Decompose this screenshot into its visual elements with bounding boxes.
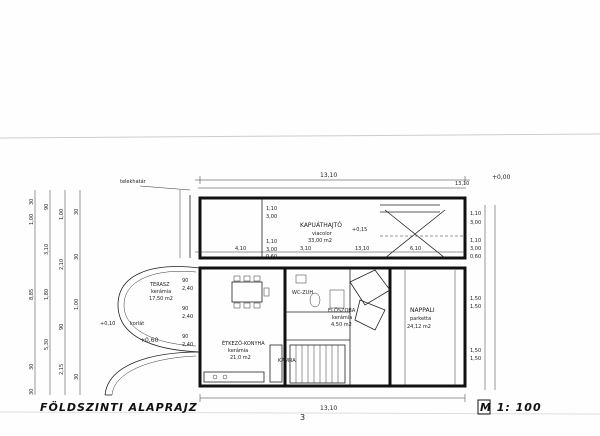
svg-text:30: 30 <box>29 389 35 395</box>
paper-edge-bottom <box>0 411 600 415</box>
right-dimension-stack: 1,10 3,00 1,10 3,00 0,60 <box>470 205 496 390</box>
svg-text:1,00: 1,00 <box>59 209 65 220</box>
drawing-title: FÖLDSZINTI ALAPRAJZ <box>40 400 198 414</box>
room-eloszoba-name: ELŐSZOBA <box>328 307 356 314</box>
staircase <box>289 344 346 384</box>
level-garage: +0,15 <box>352 227 367 233</box>
svg-text:5,30: 5,30 <box>44 339 50 350</box>
svg-text:90: 90 <box>44 204 50 210</box>
svg-text:1,80: 1,80 <box>44 289 50 300</box>
railing-label: korlát <box>130 320 144 327</box>
terrace-curve <box>104 266 201 396</box>
level-top-right: +0,00 <box>492 174 511 181</box>
svg-text:4,10: 4,10 <box>235 246 246 252</box>
svg-text:13,10: 13,10 <box>355 246 369 252</box>
svg-text:1,00: 1,00 <box>29 214 35 225</box>
svg-text:1,10: 1,10 <box>266 239 277 245</box>
room-nappali-area: 24,12 m2 <box>407 324 431 330</box>
svg-text:3,10: 3,10 <box>300 246 311 252</box>
svg-text:6,10: 6,10 <box>410 246 421 252</box>
room-kapuathajto-finish: viacolor <box>312 231 333 237</box>
svg-text:2,10: 2,10 <box>59 259 65 270</box>
svg-text:30: 30 <box>74 254 80 260</box>
svg-text:1,10: 1,10 <box>470 211 481 217</box>
svg-text:2,40: 2,40 <box>182 314 193 320</box>
room-terasz-finish: kerámia <box>151 288 171 295</box>
svg-text:1,50: 1,50 <box>470 304 481 310</box>
svg-text:3,10: 3,10 <box>44 244 50 255</box>
svg-text:8,85: 8,85 <box>29 289 35 300</box>
svg-text:2,15: 2,15 <box>59 364 65 375</box>
svg-text:1,10: 1,10 <box>266 206 277 212</box>
svg-text:1,00: 1,00 <box>74 299 80 310</box>
left-dimension-columns <box>34 190 81 395</box>
room-kapuathajto-name: KAPUÁTHAJTÓ <box>300 222 342 229</box>
svg-text:3,00: 3,00 <box>266 214 277 220</box>
window-tag-w7: 1,50 1,50 <box>470 296 481 310</box>
svg-text:30: 30 <box>74 374 80 380</box>
room-wc-name: WC-ZUH <box>292 290 313 296</box>
kitchen-counter <box>203 344 283 383</box>
room-etkezo-finish: kerámia <box>228 347 248 354</box>
scale-box <box>477 399 491 415</box>
room-kapuathajto-area: 33,00 m2 <box>308 238 332 244</box>
window-tag-w4: 90 2,40 <box>182 334 193 348</box>
room-etkezo-name: ÉTKEZŐ-KONYHA <box>222 339 265 347</box>
svg-text:2,40: 2,40 <box>182 286 193 292</box>
house-walls <box>198 266 467 388</box>
garage-area <box>179 190 467 260</box>
level-stair: +0,60 <box>140 337 159 344</box>
window-tag-w1: 1,10 3,00 1,10 3,00 0,60 <box>266 206 277 260</box>
dining-table <box>231 275 270 309</box>
room-etkezo-area: 21,0 m2 <box>230 355 251 361</box>
window-tag-w2: 90 2,40 <box>182 278 193 292</box>
svg-text:2,40: 2,40 <box>182 342 193 348</box>
page-number: 3 <box>300 413 305 422</box>
svg-text:30: 30 <box>74 209 80 215</box>
bottom-dimension-line <box>199 394 466 402</box>
room-terasz-area: 17,50 m2 <box>149 296 173 302</box>
room-terasz-name: TERASZ <box>149 282 170 288</box>
svg-text:90: 90 <box>182 306 188 312</box>
svg-text:3,00: 3,00 <box>470 220 481 226</box>
paper-edge-top <box>0 133 600 139</box>
wc-fixtures <box>295 274 345 309</box>
dim-top-right: 13,10 <box>455 181 469 187</box>
window-tag-w8: 1,50 1,50 <box>470 348 481 362</box>
room-kamra-name: KAMRA <box>278 358 296 364</box>
svg-text:30: 30 <box>29 364 35 370</box>
window-tag-w3: 90 2,40 <box>182 306 193 320</box>
dim-bottom-total: 13,10 <box>320 405 337 412</box>
svg-text:90: 90 <box>182 334 188 340</box>
svg-text:1,50: 1,50 <box>470 348 481 354</box>
svg-text:30: 30 <box>29 199 35 205</box>
room-nappali-finish: parketta <box>410 316 431 322</box>
left-dim-labels: 30 1,00 8,85 30 90 3,10 1,80 5,30 1,00 2… <box>29 199 80 395</box>
room-eloszoba-area: 4,50 m2 <box>331 322 352 328</box>
north-label: telekhatár <box>120 178 147 185</box>
room-eloszoba-finish: kerámia <box>332 314 352 321</box>
dim-top-total: 13,10 <box>320 172 337 179</box>
svg-text:90: 90 <box>59 324 65 330</box>
svg-text:1,50: 1,50 <box>470 356 481 362</box>
svg-text:3,00: 3,00 <box>266 247 277 253</box>
drawing-scale: M 1: 100 <box>480 401 542 414</box>
level-terrace: +0,10 <box>100 321 115 327</box>
svg-text:3,00: 3,00 <box>470 246 481 252</box>
north-leader <box>139 185 191 191</box>
top-dimension-line <box>195 176 470 189</box>
svg-text:1,10: 1,10 <box>470 238 481 244</box>
room-nappali-name: NAPPALI <box>410 307 435 314</box>
svg-text:0,60: 0,60 <box>266 254 277 260</box>
svg-text:1,50: 1,50 <box>470 296 481 302</box>
svg-text:0,60: 0,60 <box>470 254 481 260</box>
svg-text:90: 90 <box>182 278 188 284</box>
mid-dimension-line: 4,10 3,10 13,10 6,10 <box>195 246 465 253</box>
